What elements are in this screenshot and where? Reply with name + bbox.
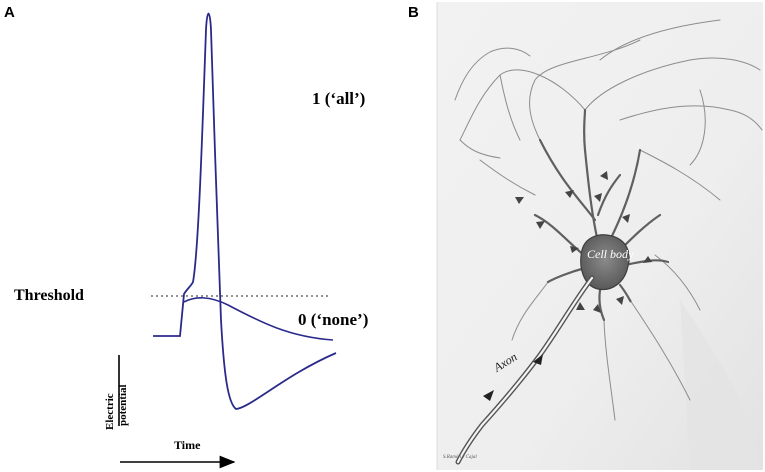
all-label: 1 (‘all’): [312, 89, 366, 108]
neuron-drawing: Cell body Axon S.Ramón y Cajal: [436, 2, 763, 470]
y-axis-label-line1: Electric: [104, 393, 116, 430]
artist-signature: S.Ramón y Cajal: [443, 455, 477, 460]
none-label: 0 (‘none’): [298, 310, 369, 329]
action-potential-plot: [118, 12, 337, 469]
y-axis-label-line2: potential: [117, 384, 129, 426]
panel-b-letter: B: [408, 4, 419, 21]
x-axis-label: Time: [174, 438, 201, 452]
action-potential-curve: [153, 12, 337, 410]
panel-a-letter: A: [4, 4, 15, 21]
threshold-label: Threshold: [14, 287, 84, 304]
cell-body-label: Cell body: [587, 247, 634, 261]
y-axis-label: Electric potential: [104, 356, 134, 430]
subthreshold-curve: [183, 297, 334, 341]
